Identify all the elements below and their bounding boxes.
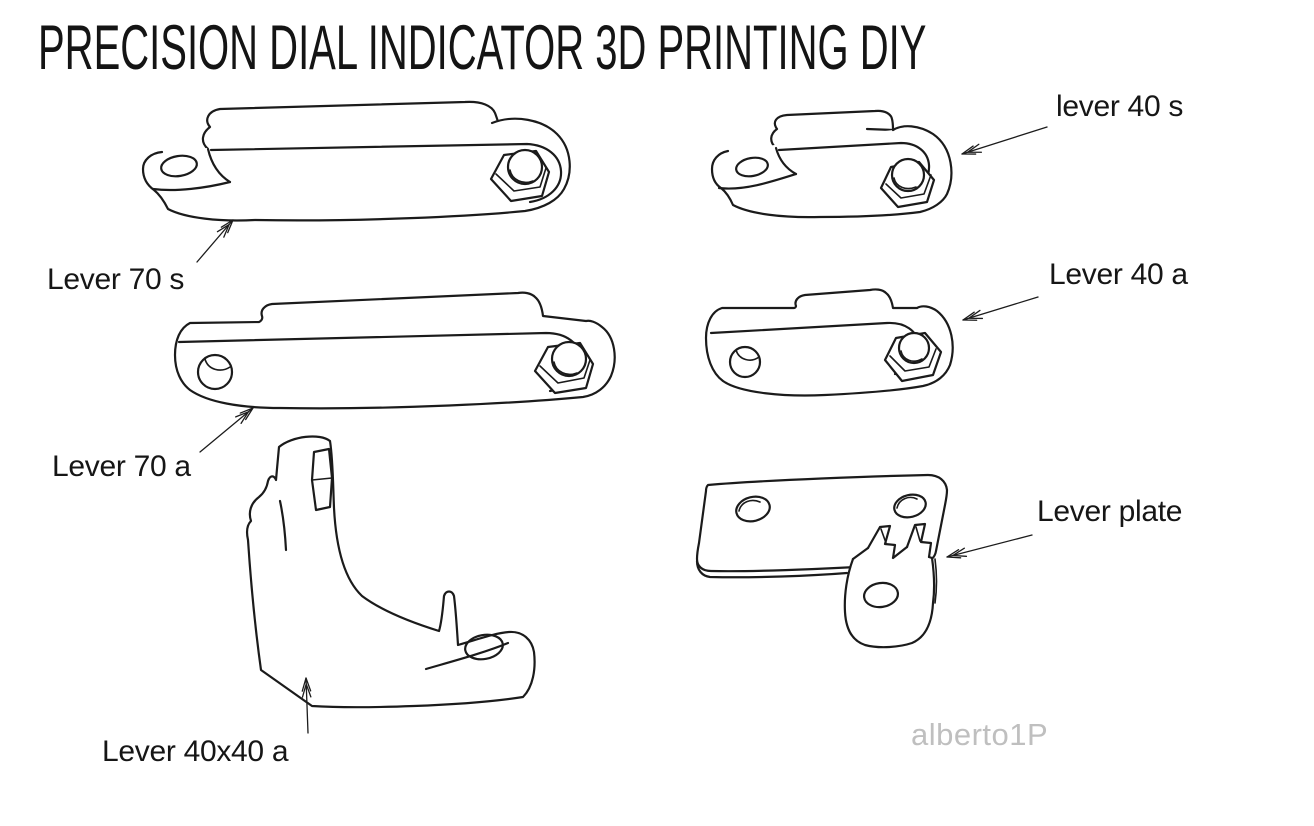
lever-40-a-hole-chamfer — [735, 349, 760, 361]
lever-40-s-hole — [735, 156, 769, 178]
lever-70-a-body — [173, 291, 616, 410]
lever-70-s-lobe-edge — [151, 180, 232, 192]
lever-70-a-screw-chamfer — [553, 361, 578, 376]
lever-70-a-hole — [196, 353, 234, 391]
lever-70-a-nut-facets — [539, 359, 591, 384]
lever-40-a-drawing — [704, 288, 954, 397]
lever-70-s-screw — [506, 148, 544, 186]
lever-70-s-drawing — [141, 100, 571, 222]
lever-70-a-arrow — [199, 407, 254, 453]
lever-plate-hole-left-chamfer — [738, 499, 761, 512]
lever-plate-prong-right — [905, 522, 933, 559]
lever-40x40-a-body — [245, 435, 536, 709]
lever-plate-prong-right-edge — [915, 526, 921, 542]
label-lever-70-a: Lever 70 a — [52, 450, 191, 483]
lever-40-s-screw — [890, 157, 926, 193]
lever-70-a-hole-chamfer — [204, 358, 231, 371]
lever-40-a-screw — [897, 331, 931, 365]
label-lever-70-s: Lever 70 s — [47, 263, 185, 296]
lever-plate-hole-right — [893, 493, 927, 519]
lever-plate-tab — [843, 556, 936, 649]
lever-40-a-arrow — [962, 296, 1039, 321]
lever-70-a-screw — [550, 340, 588, 378]
lever-plate-tab-top-edges — [851, 545, 934, 561]
lever-40-s-screw-chamfer — [893, 177, 917, 190]
lever-40-s-nut-facets — [885, 174, 932, 199]
lever-70-s-screw-chamfer — [509, 169, 534, 184]
label-lever-40-s: lever 40 s — [1056, 90, 1184, 123]
lever-70-s-top-face — [201, 100, 502, 151]
lever-plate-hole-right-chamfer — [896, 496, 918, 509]
lever-40x40-a-boss-edge — [424, 641, 510, 671]
lever-40x40-a-slot-mid — [311, 477, 333, 481]
lever-plate-drawing — [695, 473, 949, 649]
lever-plate-arrow — [946, 534, 1033, 559]
lever-plate-thickness-edge — [695, 559, 849, 579]
lever-40-s-drawing — [710, 109, 953, 219]
lever-40-s-step-edge — [774, 146, 798, 176]
label-lever-40x40-a: Lever 40x40 a — [102, 735, 289, 768]
lever-plate-plate — [695, 473, 949, 573]
lever-70-a-drawing — [173, 291, 616, 410]
lever-40-s-top-face — [770, 109, 895, 150]
lever-plate-prong-left-edge — [880, 528, 887, 544]
lever-70-s-arrow — [196, 219, 234, 263]
leader-arrows — [196, 126, 1048, 734]
lever-70-s-nut-facets — [495, 167, 547, 192]
lever-40x40-a-arm-edge — [278, 499, 288, 552]
lever-plate-prong-left — [866, 524, 897, 560]
lever-40x40-a-drawing — [245, 435, 536, 709]
lever-70-s-step-edge — [206, 147, 232, 184]
page-title: PRECISION DIAL INDICATOR 3D PRINTING DIY — [38, 13, 927, 83]
lever-plate-tab-thickness — [934, 558, 938, 604]
lever-40-a-screw-chamfer — [900, 350, 923, 362]
label-lever-40-a: Lever 40 a — [1049, 258, 1188, 291]
lever-plate-hole-left — [735, 495, 771, 523]
label-lever-plate: Lever plate — [1037, 495, 1183, 528]
lever-40x40-a-hole — [464, 633, 504, 661]
watermark: alberto1P — [911, 717, 1049, 752]
lever-40-s-arrow — [961, 126, 1048, 155]
lever-40-a-nut-facets — [889, 348, 937, 372]
lever-40-s-lobe-edge — [717, 172, 798, 190]
lever-40x40-a-arrow — [301, 677, 312, 734]
lever-40-a-hole — [728, 345, 762, 379]
lever-plate-tab-hole — [862, 581, 900, 609]
lever-70-s-hole — [160, 154, 198, 178]
lever-70-s-front-edge — [209, 142, 563, 204]
